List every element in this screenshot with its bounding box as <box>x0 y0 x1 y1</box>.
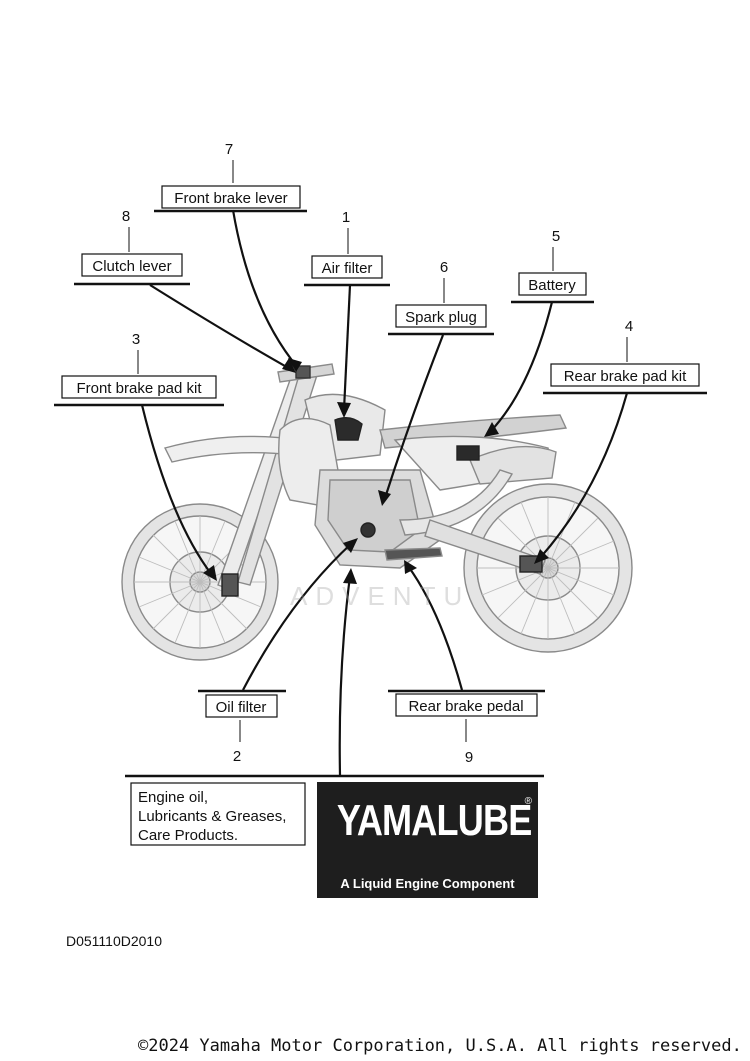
callout-label: Rear brake pedal <box>408 698 523 715</box>
yamalube-frame <box>125 774 544 846</box>
brand-registered-mark: ® <box>524 796 532 807</box>
callout-label: Battery <box>528 277 576 294</box>
callout-label: Spark plug <box>405 309 477 326</box>
callout-label: Front brake pad kit <box>76 380 202 397</box>
callout-number: 3 <box>132 331 140 348</box>
leader-front-brake-lever <box>231 209 299 369</box>
yamalube-logo: YAMALUBE ® A Liquid Engine Component <box>317 782 538 898</box>
watermark: ADVENTU <box>290 581 471 611</box>
leader-rear-brake-pad <box>539 392 629 559</box>
promo-text: Engine oil, Lubricants & Greases, Care P… <box>138 788 308 845</box>
callout-label: Oil filter <box>216 699 267 716</box>
callout-rear-brake-pad-kit: 4 Rear brake pad kit <box>543 318 707 395</box>
callout-air-filter: 1 Air filter <box>304 209 390 287</box>
callout-label: Air filter <box>322 260 373 277</box>
callout-number: 5 <box>552 228 560 245</box>
callout-number: 4 <box>625 318 633 335</box>
callout-rear-brake-pedal: Rear brake pedal 9 <box>388 689 545 766</box>
leader-spark-plug <box>383 334 445 499</box>
callout-number: 7 <box>225 141 233 158</box>
leader-rear-brake-pedal <box>407 565 464 691</box>
promo-line: Care Products. <box>138 827 239 844</box>
callout-battery: 5 Battery <box>511 228 594 304</box>
callout-label: Front brake lever <box>174 190 287 207</box>
leader-oil-filter <box>242 542 353 691</box>
callout-front-brake-lever: 7 Front brake lever <box>154 141 307 213</box>
callout-clutch-lever: 8 Clutch lever <box>74 208 190 286</box>
callout-label: Clutch lever <box>92 258 171 275</box>
brand-tagline: A Liquid Engine Component <box>340 876 515 891</box>
callout-front-brake-pad-kit: 3 Front brake pad kit <box>54 331 224 407</box>
leader-lines <box>140 209 629 776</box>
leader-front-brake-pad <box>140 404 213 576</box>
document-code: D051110D2010 <box>66 933 163 949</box>
callout-oil-filter: Oil filter 2 <box>198 689 286 765</box>
motorcycle-illustration <box>121 363 633 661</box>
callout-number: 9 <box>465 749 473 766</box>
leader-yamalube <box>338 575 352 776</box>
leader-battery <box>489 301 554 433</box>
callout-spark-plug: 6 Spark plug <box>388 259 494 336</box>
callout-number: 2 <box>233 748 241 765</box>
callout-number: 1 <box>342 209 350 226</box>
callout-number: 6 <box>440 259 448 276</box>
promo-line: Engine oil, <box>138 789 209 806</box>
copyright-notice: ©2024 Yamaha Motor Corporation, U.S.A. A… <box>138 1036 742 1056</box>
leader-clutch-lever <box>149 284 293 371</box>
callout-number: 8 <box>122 208 130 225</box>
promo-line: Lubricants & Greases, <box>138 808 287 825</box>
leader-air-filter <box>342 284 352 411</box>
brand-name: YAMALUBE <box>336 796 532 845</box>
callout-label: Rear brake pad kit <box>564 368 687 385</box>
